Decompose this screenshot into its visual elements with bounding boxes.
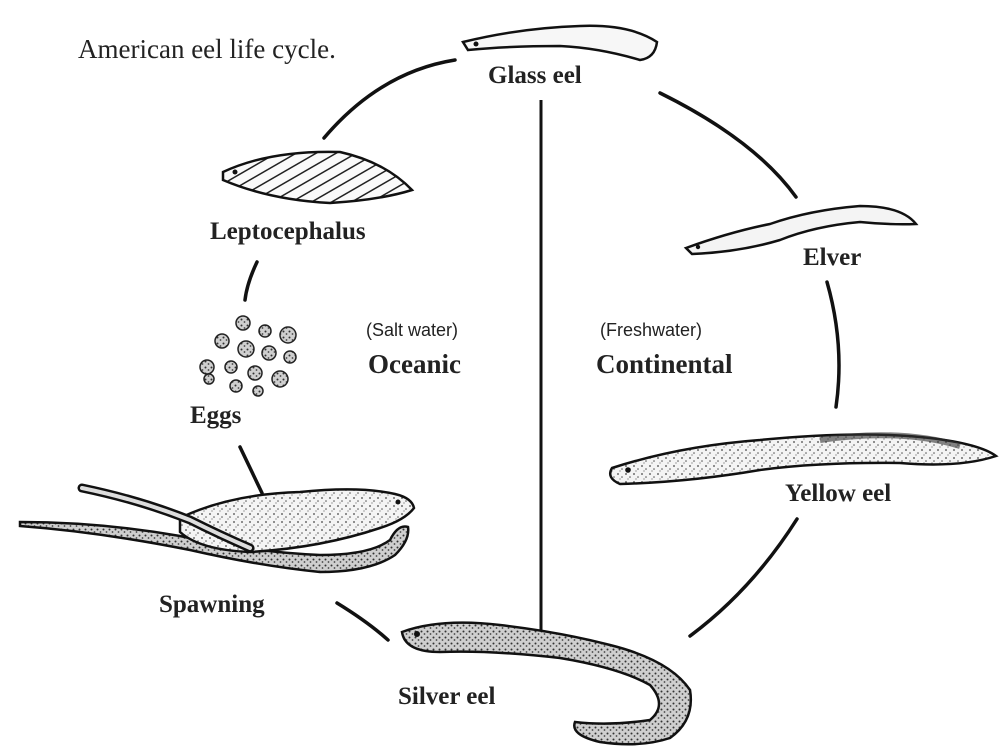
arc-elver-to-yellow [827, 282, 839, 407]
spawning-illustration [20, 488, 414, 572]
yellow-eel-illustration [610, 434, 996, 484]
label-yellow-eel: Yellow eel [785, 480, 891, 508]
label-leptocephalus: Leptocephalus [210, 218, 366, 246]
oceanic-zone-label: Oceanic [368, 349, 461, 380]
arc-silver-to-spawning [337, 603, 388, 640]
arc-spawning-to-eggs [240, 447, 262, 493]
arc-glass-to-elver [660, 93, 796, 197]
arc-eggs-to-leptocephalus [245, 262, 257, 300]
label-glass-eel: Glass eel [488, 62, 582, 90]
arc-leptocephalus-to-glass [324, 60, 455, 138]
glass-eel-illustration [463, 26, 657, 60]
arc-yellow-to-silver [690, 519, 797, 636]
label-eggs: Eggs [190, 402, 241, 430]
label-spawning: Spawning [159, 591, 265, 619]
elver-illustration [686, 206, 916, 254]
continental-zone-label: Continental [596, 349, 733, 380]
label-silver-eel: Silver eel [398, 683, 495, 711]
eggs-illustration [200, 316, 296, 396]
oceanic-water-type: (Salt water) [366, 320, 458, 341]
label-elver: Elver [803, 244, 861, 272]
leptocephalus-illustration [223, 152, 412, 203]
diagram-title: American eel life cycle. [78, 34, 336, 65]
continental-water-type: (Freshwater) [600, 320, 702, 341]
